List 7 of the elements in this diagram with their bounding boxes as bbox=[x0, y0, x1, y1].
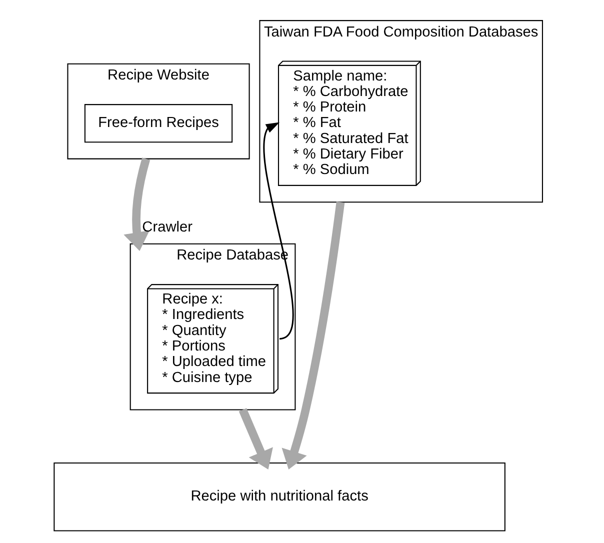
arrow bbox=[238, 408, 272, 470]
arrow bbox=[123, 158, 150, 252]
node-box: Recipe with nutritional facts bbox=[53, 462, 505, 532]
arrow bbox=[262, 122, 294, 340]
node-box: Free-form Recipes bbox=[84, 104, 232, 143]
arrow bbox=[281, 202, 344, 470]
edge-label: Crawler bbox=[142, 220, 192, 236]
